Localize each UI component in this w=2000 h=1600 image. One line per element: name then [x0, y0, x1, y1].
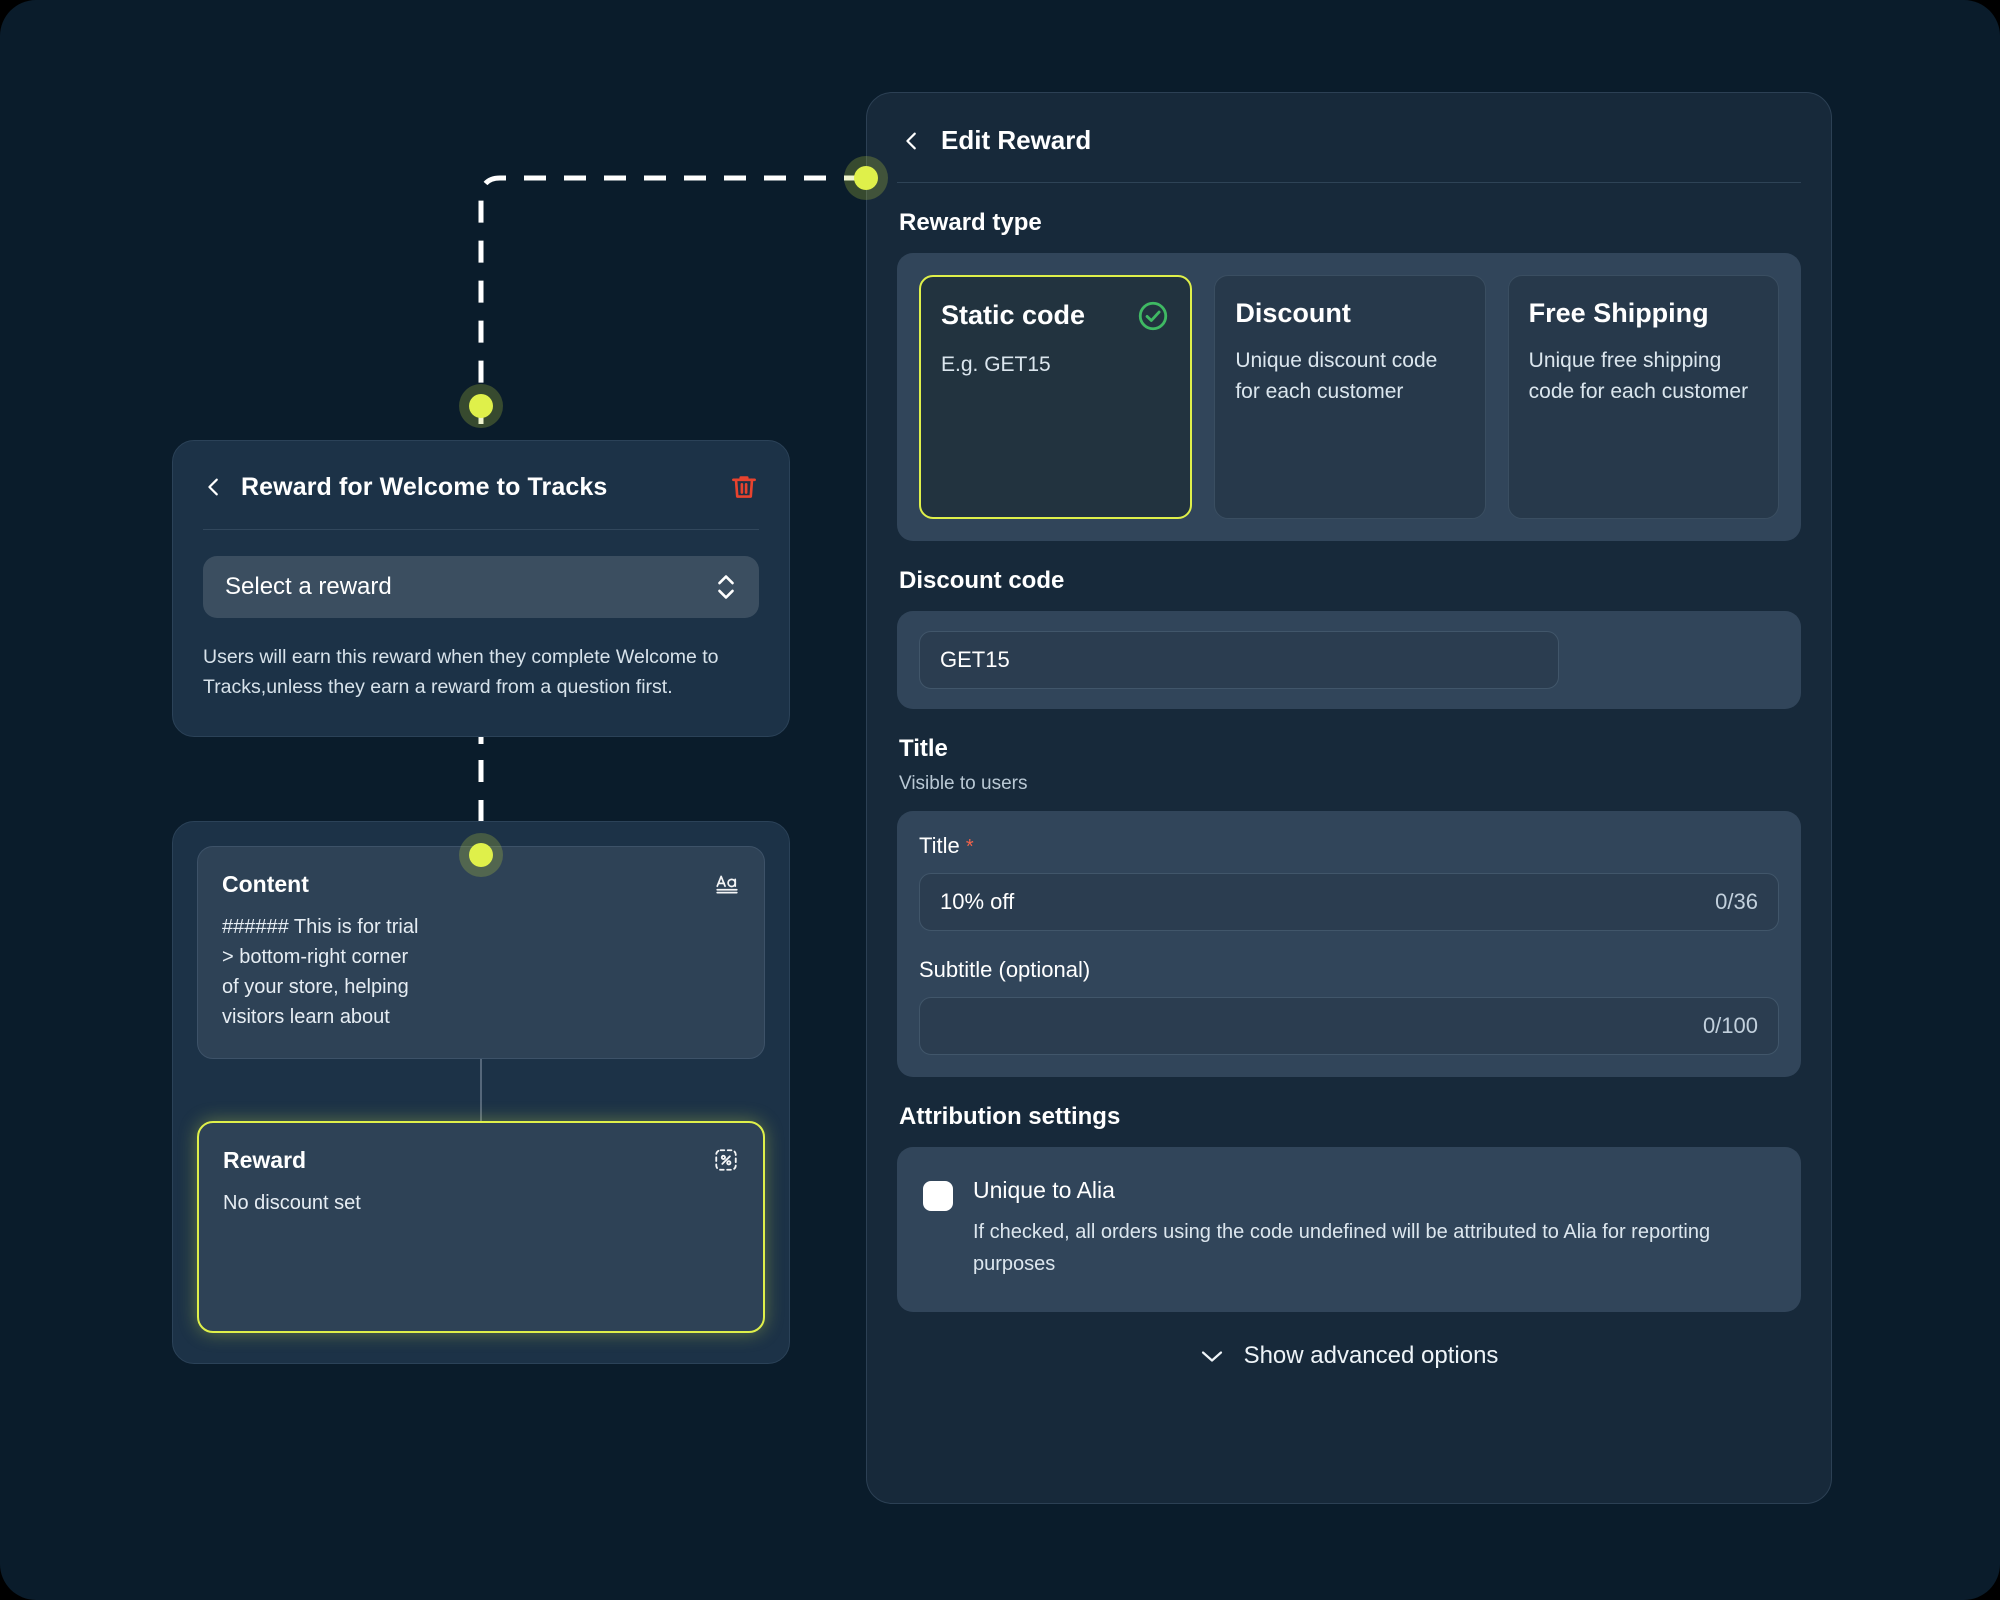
flow-steps-card: Content ###### This is for trial > botto… — [172, 821, 790, 1364]
discount-code-label: Discount code — [899, 567, 1065, 594]
content-line: of your store, helping — [222, 976, 409, 998]
option-top-row: Free Shipping — [1529, 298, 1758, 329]
title-input[interactable]: 10% off 0/36 — [919, 873, 1779, 931]
option-desc: Unique discount code for each customer — [1235, 349, 1438, 404]
reward-type-option-static-code[interactable]: Static code E.g. GET15 — [919, 275, 1193, 519]
discount-code-group: GET15 — [897, 611, 1801, 709]
reward-type-group: Static code E.g. GET15 Discount Unique d… — [897, 253, 1801, 541]
reward-type-option-discount[interactable]: Discount Unique discount code for each c… — [1214, 275, 1486, 519]
reward-node-header: Reward for Welcome to Tracks — [173, 441, 789, 503]
check-circle-icon — [1139, 301, 1168, 331]
title-field-label: Title * — [919, 833, 1779, 859]
unique-to-alia-title: Unique to Alia — [973, 1177, 1115, 1203]
chevron-up-down-icon[interactable] — [715, 570, 737, 604]
content-line: > bottom-right corner — [222, 946, 409, 968]
required-asterisk: * — [965, 836, 974, 858]
select-reward-dropdown[interactable]: Select a reward — [203, 556, 759, 618]
reward-node-card[interactable]: Reward for Welcome to Tracks Select a re… — [172, 440, 790, 737]
show-advanced-options-label: Show advanced options — [1243, 1342, 1499, 1369]
unique-to-alia-text: Unique to Alia If checked, all orders us… — [973, 1177, 1775, 1280]
content-step-header: Content — [222, 871, 740, 898]
option-name: Static code — [941, 300, 1086, 331]
unique-to-alia-desc: If checked, all orders using the code un… — [973, 1221, 1711, 1275]
panel-title: Edit Reward — [941, 125, 1092, 155]
reward-node-helper-text: Users will earn this reward when they co… — [203, 646, 719, 698]
step-connector-stem — [480, 1059, 482, 1121]
content-step-card[interactable]: Content ###### This is for trial > botto… — [197, 846, 765, 1059]
title-char-counter: 0/36 — [1715, 889, 1758, 914]
edit-reward-panel: Edit Reward Reward type Static code E.g.… — [866, 92, 1832, 1504]
text-format-icon[interactable] — [714, 871, 740, 897]
title-field-label-text: Title — [919, 833, 960, 858]
trash-icon[interactable] — [729, 471, 759, 503]
unique-to-alia-checkbox[interactable] — [923, 1181, 953, 1211]
option-top-row: Static code — [941, 299, 1170, 333]
reward-node-title: Reward for Welcome to Tracks — [241, 472, 608, 501]
panel-divider — [897, 182, 1801, 183]
panel-header: Edit Reward — [897, 119, 1801, 156]
chevron-down-icon — [1201, 1350, 1222, 1362]
subtitle-char-counter: 0/100 — [1702, 1013, 1758, 1038]
option-desc: E.g. GET15 — [941, 353, 1051, 376]
unique-to-alia-row[interactable]: Unique to Alia If checked, all orders us… — [919, 1171, 1779, 1290]
reward-type-options: Static code E.g. GET15 Discount Unique d… — [919, 275, 1779, 519]
content-line: ###### This is for trial — [222, 916, 419, 938]
reward-step-status: No discount set — [223, 1192, 361, 1214]
option-top-row: Discount — [1235, 298, 1464, 329]
title-section-label: Title — [899, 735, 948, 762]
option-desc: Unique free shipping code for each custo… — [1528, 349, 1749, 404]
subtitle-input[interactable]: 0/100 — [919, 997, 1779, 1055]
subtitle-field-label: Subtitle (optional) — [919, 957, 1091, 982]
flow-column: Reward for Welcome to Tracks Select a re… — [172, 440, 790, 1364]
select-reward-value: Select a reward — [225, 573, 392, 600]
option-name: Free Shipping — [1528, 298, 1709, 328]
attribution-label: Attribution settings — [899, 1103, 1121, 1130]
reward-type-option-free-shipping[interactable]: Free Shipping Unique free shipping code … — [1507, 275, 1779, 519]
reward-step-card[interactable]: Reward No discount set — [197, 1121, 765, 1333]
title-input-value: 10% off — [940, 889, 1015, 914]
flow-node-dot-middle[interactable] — [459, 384, 503, 428]
flow-node-dot-bottom[interactable] — [459, 833, 503, 877]
title-group: Title * 10% off 0/36 Subtitle (optional)… — [897, 811, 1801, 1077]
attribution-group: Unique to Alia If checked, all orders us… — [897, 1147, 1801, 1312]
reward-step-title: Reward — [223, 1147, 307, 1173]
content-line: visitors learn about — [222, 1006, 390, 1028]
reward-step-header: Reward — [223, 1147, 739, 1174]
chevron-left-icon[interactable] — [901, 130, 923, 152]
discount-percent-icon[interactable] — [713, 1147, 739, 1173]
show-advanced-options-button[interactable]: Show advanced options — [897, 1342, 1801, 1370]
option-name: Discount — [1235, 298, 1351, 328]
chevron-left-icon[interactable] — [203, 476, 225, 498]
content-step-title: Content — [222, 871, 309, 897]
discount-code-input[interactable]: GET15 — [919, 631, 1559, 689]
title-section-sublabel: Visible to users — [899, 773, 1028, 794]
header-divider — [203, 529, 759, 530]
content-step-body: ###### This is for trial > bottom-right … — [222, 912, 740, 1032]
reward-type-label: Reward type — [899, 209, 1042, 236]
flow-node-dot-top[interactable] — [844, 156, 888, 200]
